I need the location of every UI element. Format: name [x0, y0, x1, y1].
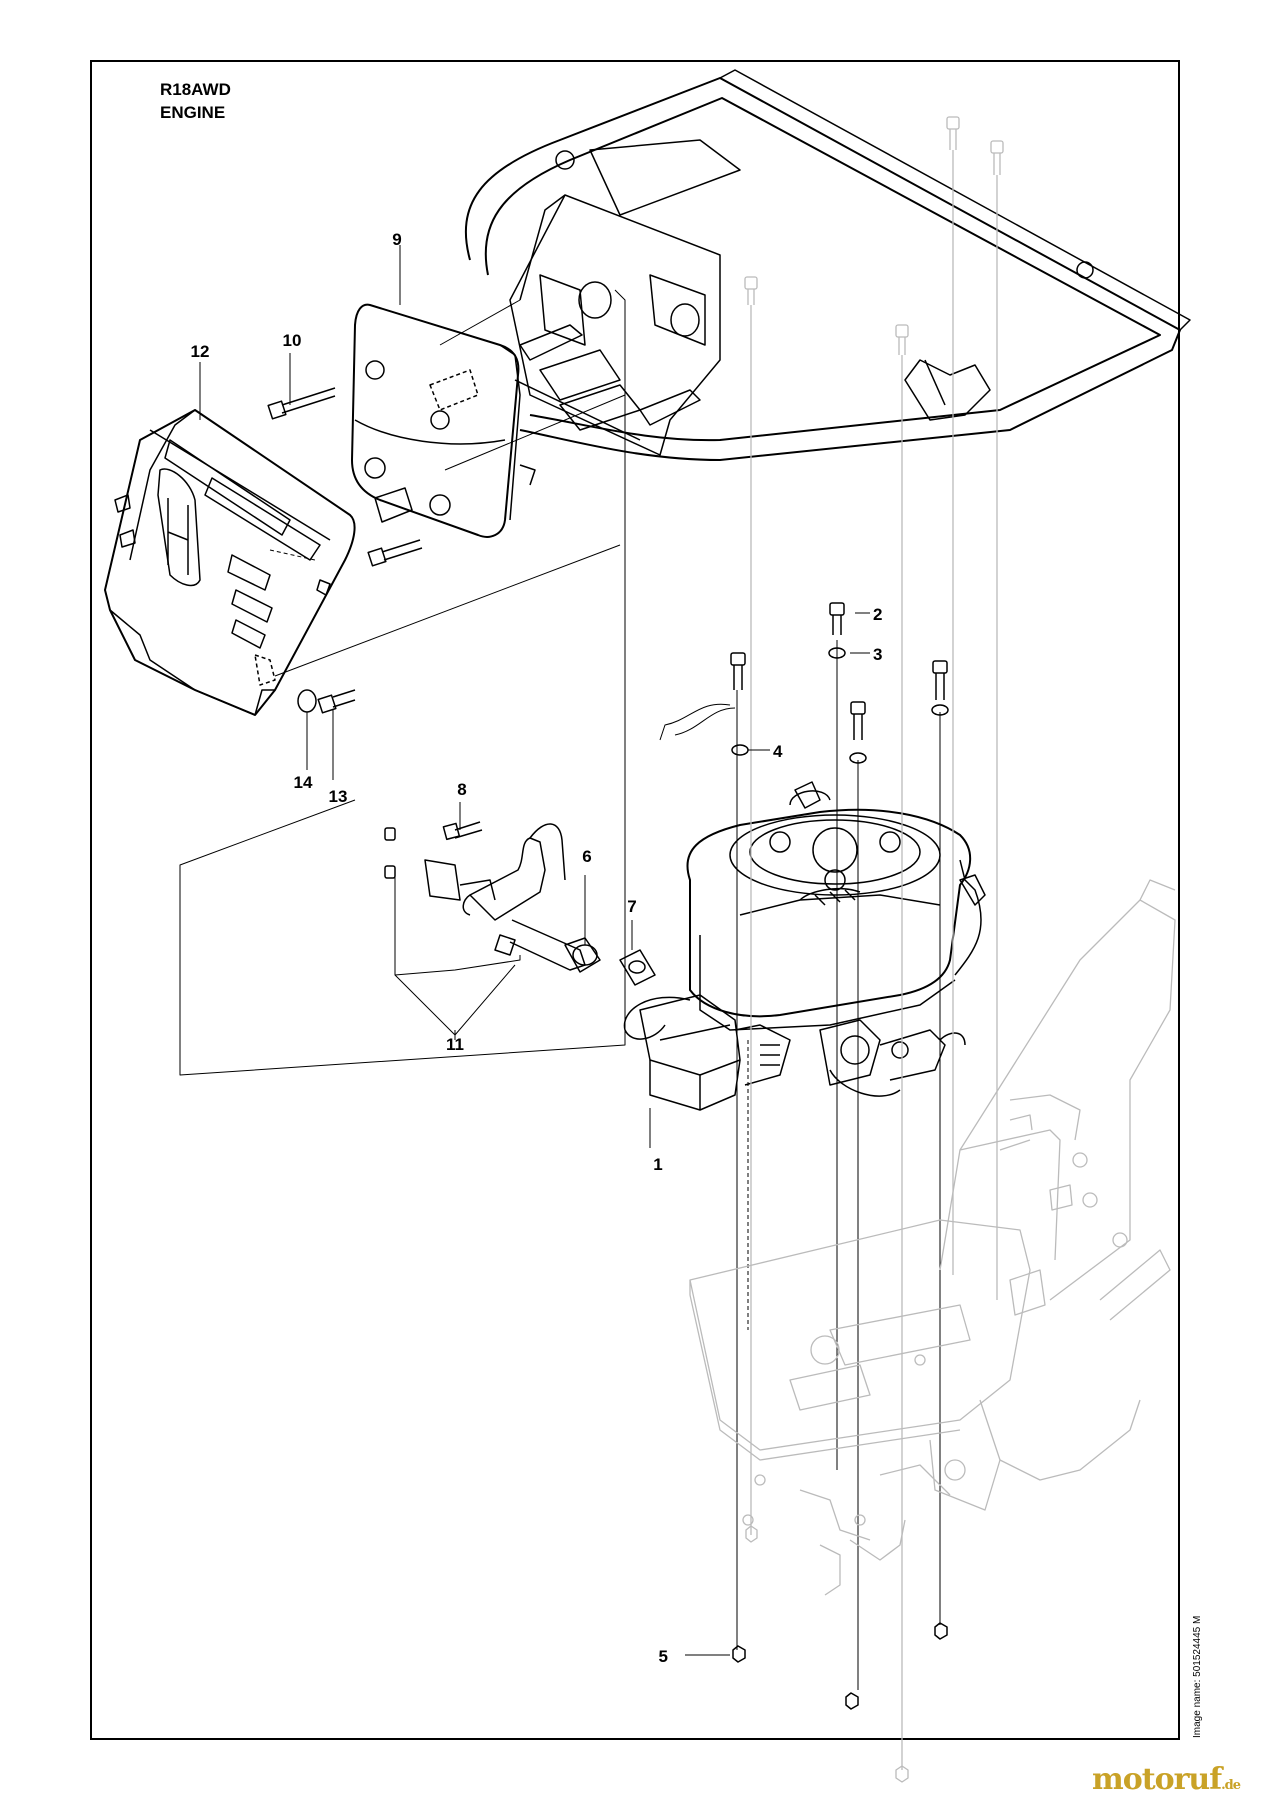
- callout-7: 7: [627, 897, 636, 916]
- watermark-tld: .de: [1221, 1778, 1241, 1793]
- section-name: ENGINE: [160, 103, 226, 122]
- watermark-brand: motoruf: [1092, 1762, 1222, 1797]
- callout-2: 2: [873, 605, 882, 624]
- callout-12: 12: [191, 342, 210, 361]
- drawing-frame: [90, 60, 1180, 1740]
- chassis-ghost: [689, 116, 1176, 1783]
- callout-1: 1: [653, 1155, 662, 1174]
- muffler-bracket: [509, 194, 721, 456]
- callout-3: 3: [873, 645, 882, 664]
- engine: [623, 781, 986, 1111]
- watermark-logo[interactable]: motoruf.de: [1092, 1762, 1241, 1797]
- frame-rail: [465, 69, 1191, 461]
- callout-10: 10: [283, 331, 302, 350]
- engine-mount-bolts: [659, 602, 949, 1710]
- callout-6: 6: [582, 847, 591, 866]
- engine-cover: [104, 409, 356, 716]
- callout-4: 4: [773, 742, 783, 761]
- assembly-leaders: [179, 289, 626, 1076]
- model-name: R18AWD: [160, 80, 231, 99]
- callout-11: 11: [446, 1035, 464, 1054]
- callout-8: 8: [457, 780, 466, 799]
- image-name-label: Image name: 501524445 M: [1192, 1615, 1203, 1738]
- muffler-shield: [351, 303, 536, 538]
- screws-10-13-14: [267, 387, 423, 714]
- callout-14: 14: [294, 773, 313, 792]
- assembly-lines: [736, 640, 941, 1690]
- callout-5: 5: [659, 1647, 668, 1666]
- callout-9: 9: [392, 230, 401, 249]
- callouts: 1 2 3 4 5 6 7 8 9 10 11 12 13 14: [191, 230, 883, 1666]
- callout-13: 13: [329, 787, 348, 806]
- exhaust-assembly: [384, 821, 656, 1040]
- diagram-title: R18AWD ENGINE: [160, 78, 231, 124]
